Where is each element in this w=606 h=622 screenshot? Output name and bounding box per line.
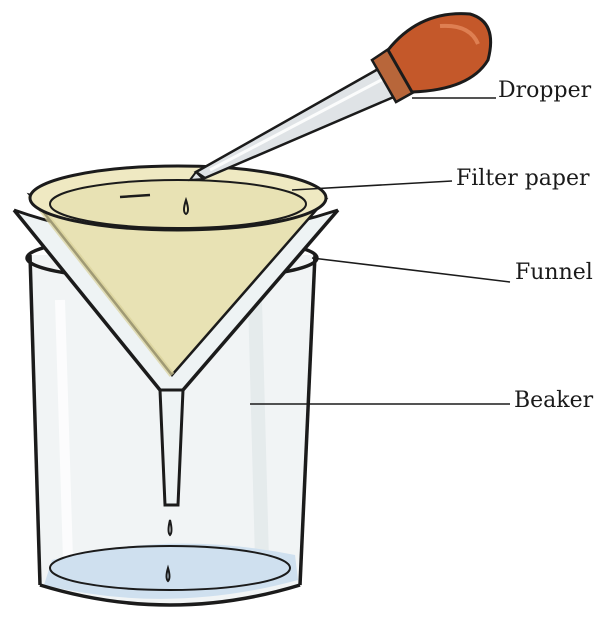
label-beaker: Beaker [514, 390, 593, 412]
funnel-leader-line [312, 258, 510, 282]
label-funnel: Funnel [515, 262, 593, 284]
label-dropper: Dropper [498, 80, 591, 102]
label-filter-paper: Filter paper [456, 168, 590, 190]
dropper [190, 14, 491, 180]
